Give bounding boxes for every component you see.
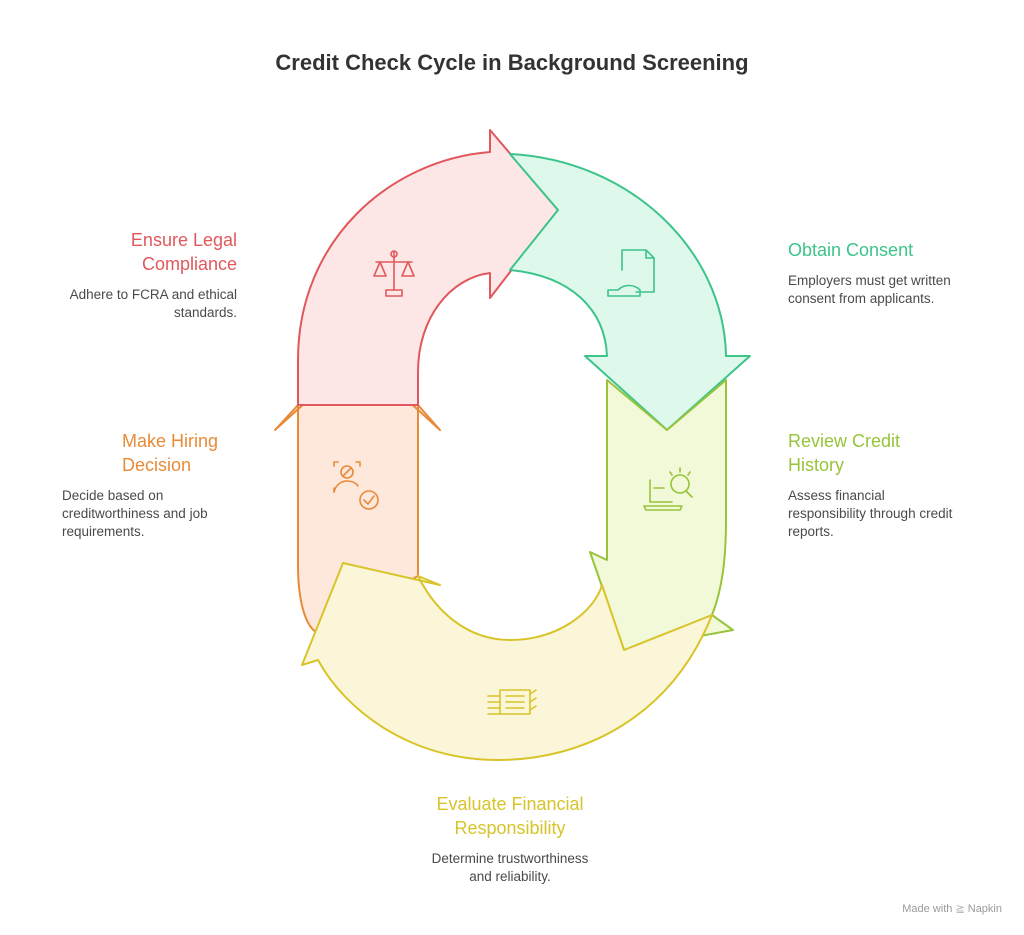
stage-legal-desc-line1: Adhere to FCRA and ethical	[69, 287, 237, 302]
stage-review-heading: Review Credit History	[788, 429, 1008, 477]
stage-hiring-heading-line2: Decision	[122, 455, 192, 475]
stage-legal-desc-line2: standards.	[173, 305, 237, 320]
stage-hiring-heading: Make Hiring Decision	[122, 429, 262, 477]
stage-consent-heading: Obtain Consent	[788, 238, 1008, 262]
stage-review-desc-line2: responsibility through credit	[788, 506, 953, 521]
scales-icon	[373, 250, 415, 297]
laptop-magnifier-icon	[643, 467, 693, 511]
arrow-segment-legal	[297, 129, 559, 406]
stage-hiring-desc-line1: Decide based on	[62, 488, 164, 503]
stage-review-desc-line3: reports.	[788, 524, 834, 539]
arrow-segment-evaluate	[301, 562, 713, 761]
money-stack-icon	[487, 689, 537, 715]
page-title: Credit Check Cycle in Background Screeni…	[275, 50, 749, 75]
arrow-segment-consent	[509, 153, 751, 431]
stage-hiring: Make Hiring Decision Decide based on cre…	[62, 429, 262, 541]
stage-consent-desc-line1: Employers must get written	[788, 273, 951, 288]
stage-legal-description: Adhere to FCRA and ethical standards.	[40, 286, 237, 322]
stage-hiring-heading-line1: Make Hiring	[122, 431, 219, 451]
stage-evaluate-description: Determine trustworthiness and reliabilit…	[360, 850, 660, 886]
stage-review-heading-line1: Review Credit	[788, 431, 901, 451]
stage-hiring-description: Decide based on creditworthiness and job…	[62, 487, 262, 541]
stage-consent-heading-line1: Obtain Consent	[788, 240, 914, 260]
footer-made-with: Made with	[902, 903, 953, 915]
stage-consent-description: Employers must get written consent from …	[788, 272, 1008, 308]
stage-evaluate-heading: Evaluate Financial Responsibility	[360, 792, 660, 840]
stage-consent: Obtain Consent Employers must get writte…	[788, 238, 1008, 308]
stage-hiring-desc-line3: requirements.	[62, 524, 145, 539]
stage-review-desc-line1: Assess financial	[788, 488, 885, 503]
stage-legal-heading-line1: Ensure Legal	[130, 230, 237, 250]
napkin-logo-icon: ≧	[955, 903, 965, 915]
stage-evaluate-desc-line2: and reliability.	[469, 869, 551, 884]
arrow-segment-hiring	[274, 354, 441, 633]
footer-brand: Napkin	[967, 903, 1002, 915]
stage-review-description: Assess financial responsibility through …	[788, 487, 1008, 541]
stage-evaluate-desc-line1: Determine trustworthiness	[431, 851, 589, 866]
stage-evaluate: Evaluate Financial Responsibility Determ…	[360, 792, 660, 886]
stage-review: Review Credit History Assess financial r…	[788, 429, 1008, 541]
stage-review-heading-line2: History	[788, 455, 845, 475]
person-approval-icon	[333, 461, 379, 510]
stage-hiring-desc-line2: creditworthiness and job	[62, 506, 208, 521]
stage-legal-heading: Ensure Legal Compliance	[40, 228, 237, 276]
stage-consent-desc-line2: consent from applicants.	[788, 291, 935, 306]
stage-legal-heading-line2: Compliance	[141, 254, 237, 274]
stage-evaluate-heading-line1: Evaluate Financial	[436, 794, 584, 814]
footer-attribution: Made with ≧ Napkin	[902, 902, 1002, 915]
stage-evaluate-heading-line2: Responsibility	[454, 818, 566, 838]
stage-legal: Ensure Legal Compliance Adhere to FCRA a…	[40, 228, 237, 322]
signed-document-icon	[607, 249, 655, 297]
